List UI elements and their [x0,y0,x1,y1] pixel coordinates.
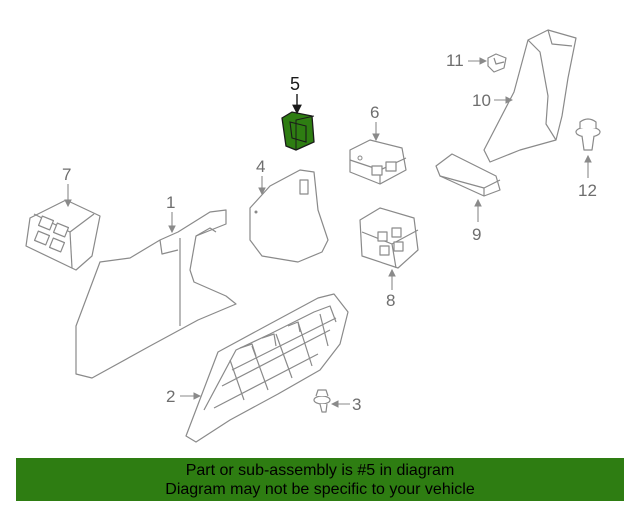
part-2-lower-trim-panel[interactable] [185,293,349,443]
callout-5: 5 [290,74,300,94]
callout-12: 12 [578,181,597,200]
part-11-clip[interactable] [487,53,507,73]
callout-8: 8 [386,291,395,310]
callout-7: 7 [62,165,71,184]
callout-1: 1 [166,193,175,212]
part-10-pillar-trim[interactable] [483,29,577,163]
banner-line-1: Part or sub-assembly is #5 in diagram [185,462,455,479]
callout-6: 6 [370,103,379,122]
banner-line-2: Diagram may not be specific to your vehi… [165,481,475,498]
callout-9: 9 [472,225,481,244]
callout-10: 10 [472,91,491,110]
part-9-bracket[interactable] [435,153,501,197]
part-12-push-pin[interactable] [575,118,601,151]
callout-4: 4 [256,157,265,176]
info-banner: Part or sub-assembly is #5 in diagram Di… [16,458,624,501]
part-6-switch-block[interactable] [349,139,407,185]
part-3-fastener[interactable] [313,389,331,413]
part-5-highlighted-switch[interactable] [281,111,315,151]
part-1-trim-panel[interactable] [75,209,237,379]
callout-3: 3 [352,395,361,414]
part-8-switch-block[interactable] [359,207,419,269]
callout-2: 2 [166,387,175,406]
callout-11: 11 [446,51,464,70]
part-7-switch-module[interactable] [25,199,101,271]
part-4-side-panel[interactable] [249,169,329,263]
